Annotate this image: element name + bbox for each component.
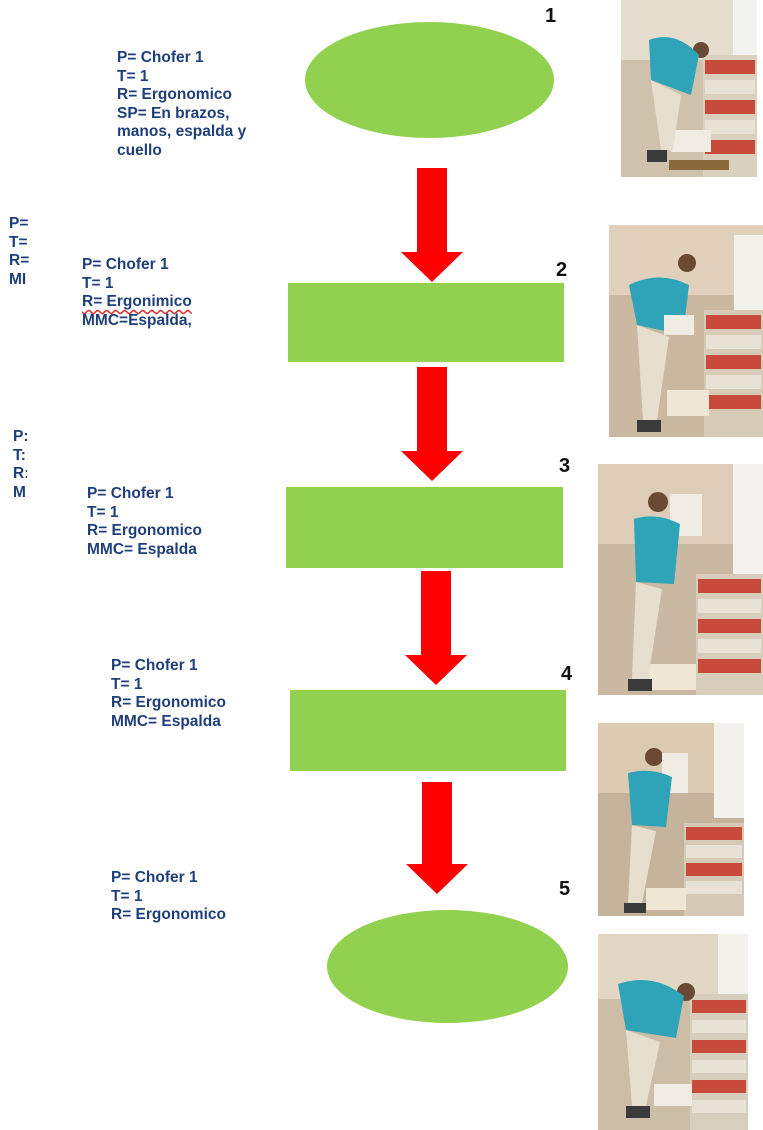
worker-lifting-bag-photo [621, 0, 757, 177]
note-line: SP= En brazos, [117, 104, 230, 122]
clipped-note-line: P: [13, 428, 27, 445]
clipped-note-2: P: T: R: M [13, 428, 27, 508]
note-line: MMC=Espalda, [82, 311, 192, 329]
clipped-note-line: T= [9, 233, 28, 251]
step-4-note: P= Chofer 1 T= 1 R= Ergonomico MMC= Espa… [111, 657, 226, 731]
note-line: T= 1 [111, 675, 143, 693]
step-5-ellipse [327, 910, 568, 1023]
step-2-rectangle [288, 283, 564, 362]
clipped-note-line: P= [9, 215, 29, 232]
note-line: P= Chofer 1 [117, 49, 204, 66]
step-number-3: 3 [559, 455, 571, 477]
clipped-note-line: R: [13, 465, 27, 482]
note-line: R= Ergonomico [111, 694, 226, 711]
arrow-down-icon [406, 782, 468, 894]
step-4-rectangle [290, 690, 566, 771]
arrow-down-icon [405, 571, 467, 685]
step-number-1: 1 [545, 5, 557, 27]
clipped-note-line: M [13, 483, 26, 501]
step-3-note: P= Chofer 1 T= 1 R= Ergonomico MMC= Espa… [87, 485, 202, 559]
note-line: R= Ergonomico [87, 522, 202, 539]
note-line: manos, espalda y [117, 123, 247, 140]
clipped-note-1: P= T= R= MI [9, 215, 31, 295]
arrow-3-to-4 [405, 571, 467, 685]
worker-placing-bag-photo [598, 934, 748, 1130]
arrow-down-icon [401, 168, 463, 282]
note-line: T= 1 [87, 503, 119, 521]
note-line: MMC= Espalda [87, 540, 197, 558]
clipped-note-line: T: [13, 446, 26, 464]
note-line: R= Ergonimico [82, 293, 192, 312]
note-line: cuello [117, 141, 162, 159]
note-line: R= Ergonomico [117, 86, 232, 103]
step-3-rectangle [286, 487, 563, 568]
note-line: T= 1 [82, 274, 114, 292]
worker-carrying-bag-photo [609, 225, 763, 437]
note-line: P= Chofer 1 [82, 256, 169, 273]
step-number-5: 5 [559, 878, 571, 900]
clipped-note-line: R= [9, 252, 30, 269]
note-line: P= Chofer 1 [111, 869, 198, 886]
worker-shouldering-bag-photo-2 [598, 723, 744, 916]
worker-shouldering-bag-photo [598, 464, 763, 695]
step-5-note: P= Chofer 1 T= 1 R= Ergonomico [111, 869, 226, 925]
note-line: R= Ergonomico [111, 906, 226, 923]
arrow-4-to-5 [406, 782, 468, 894]
arrow-2-to-3 [401, 367, 463, 481]
arrow-1-to-2 [401, 168, 463, 282]
step-2-note: P= Chofer 1 T= 1 R= Ergonimico MMC=Espal… [82, 256, 192, 330]
step-number-4: 4 [561, 663, 573, 685]
note-line: MMC= Espalda [111, 712, 221, 730]
step-1-note: P= Chofer 1 T= 1 R= Ergonomico SP= En br… [117, 49, 246, 160]
arrow-down-icon [401, 367, 463, 481]
note-line: P= Chofer 1 [87, 485, 174, 502]
note-line: P= Chofer 1 [111, 657, 198, 674]
note-line: T= 1 [117, 67, 149, 85]
clipped-note-line: MI [9, 270, 27, 288]
step-1-ellipse [305, 22, 554, 138]
misspelled-note-line: R= Ergonimico [82, 293, 192, 310]
step-number-2: 2 [556, 259, 568, 281]
note-line: T= 1 [111, 887, 143, 905]
